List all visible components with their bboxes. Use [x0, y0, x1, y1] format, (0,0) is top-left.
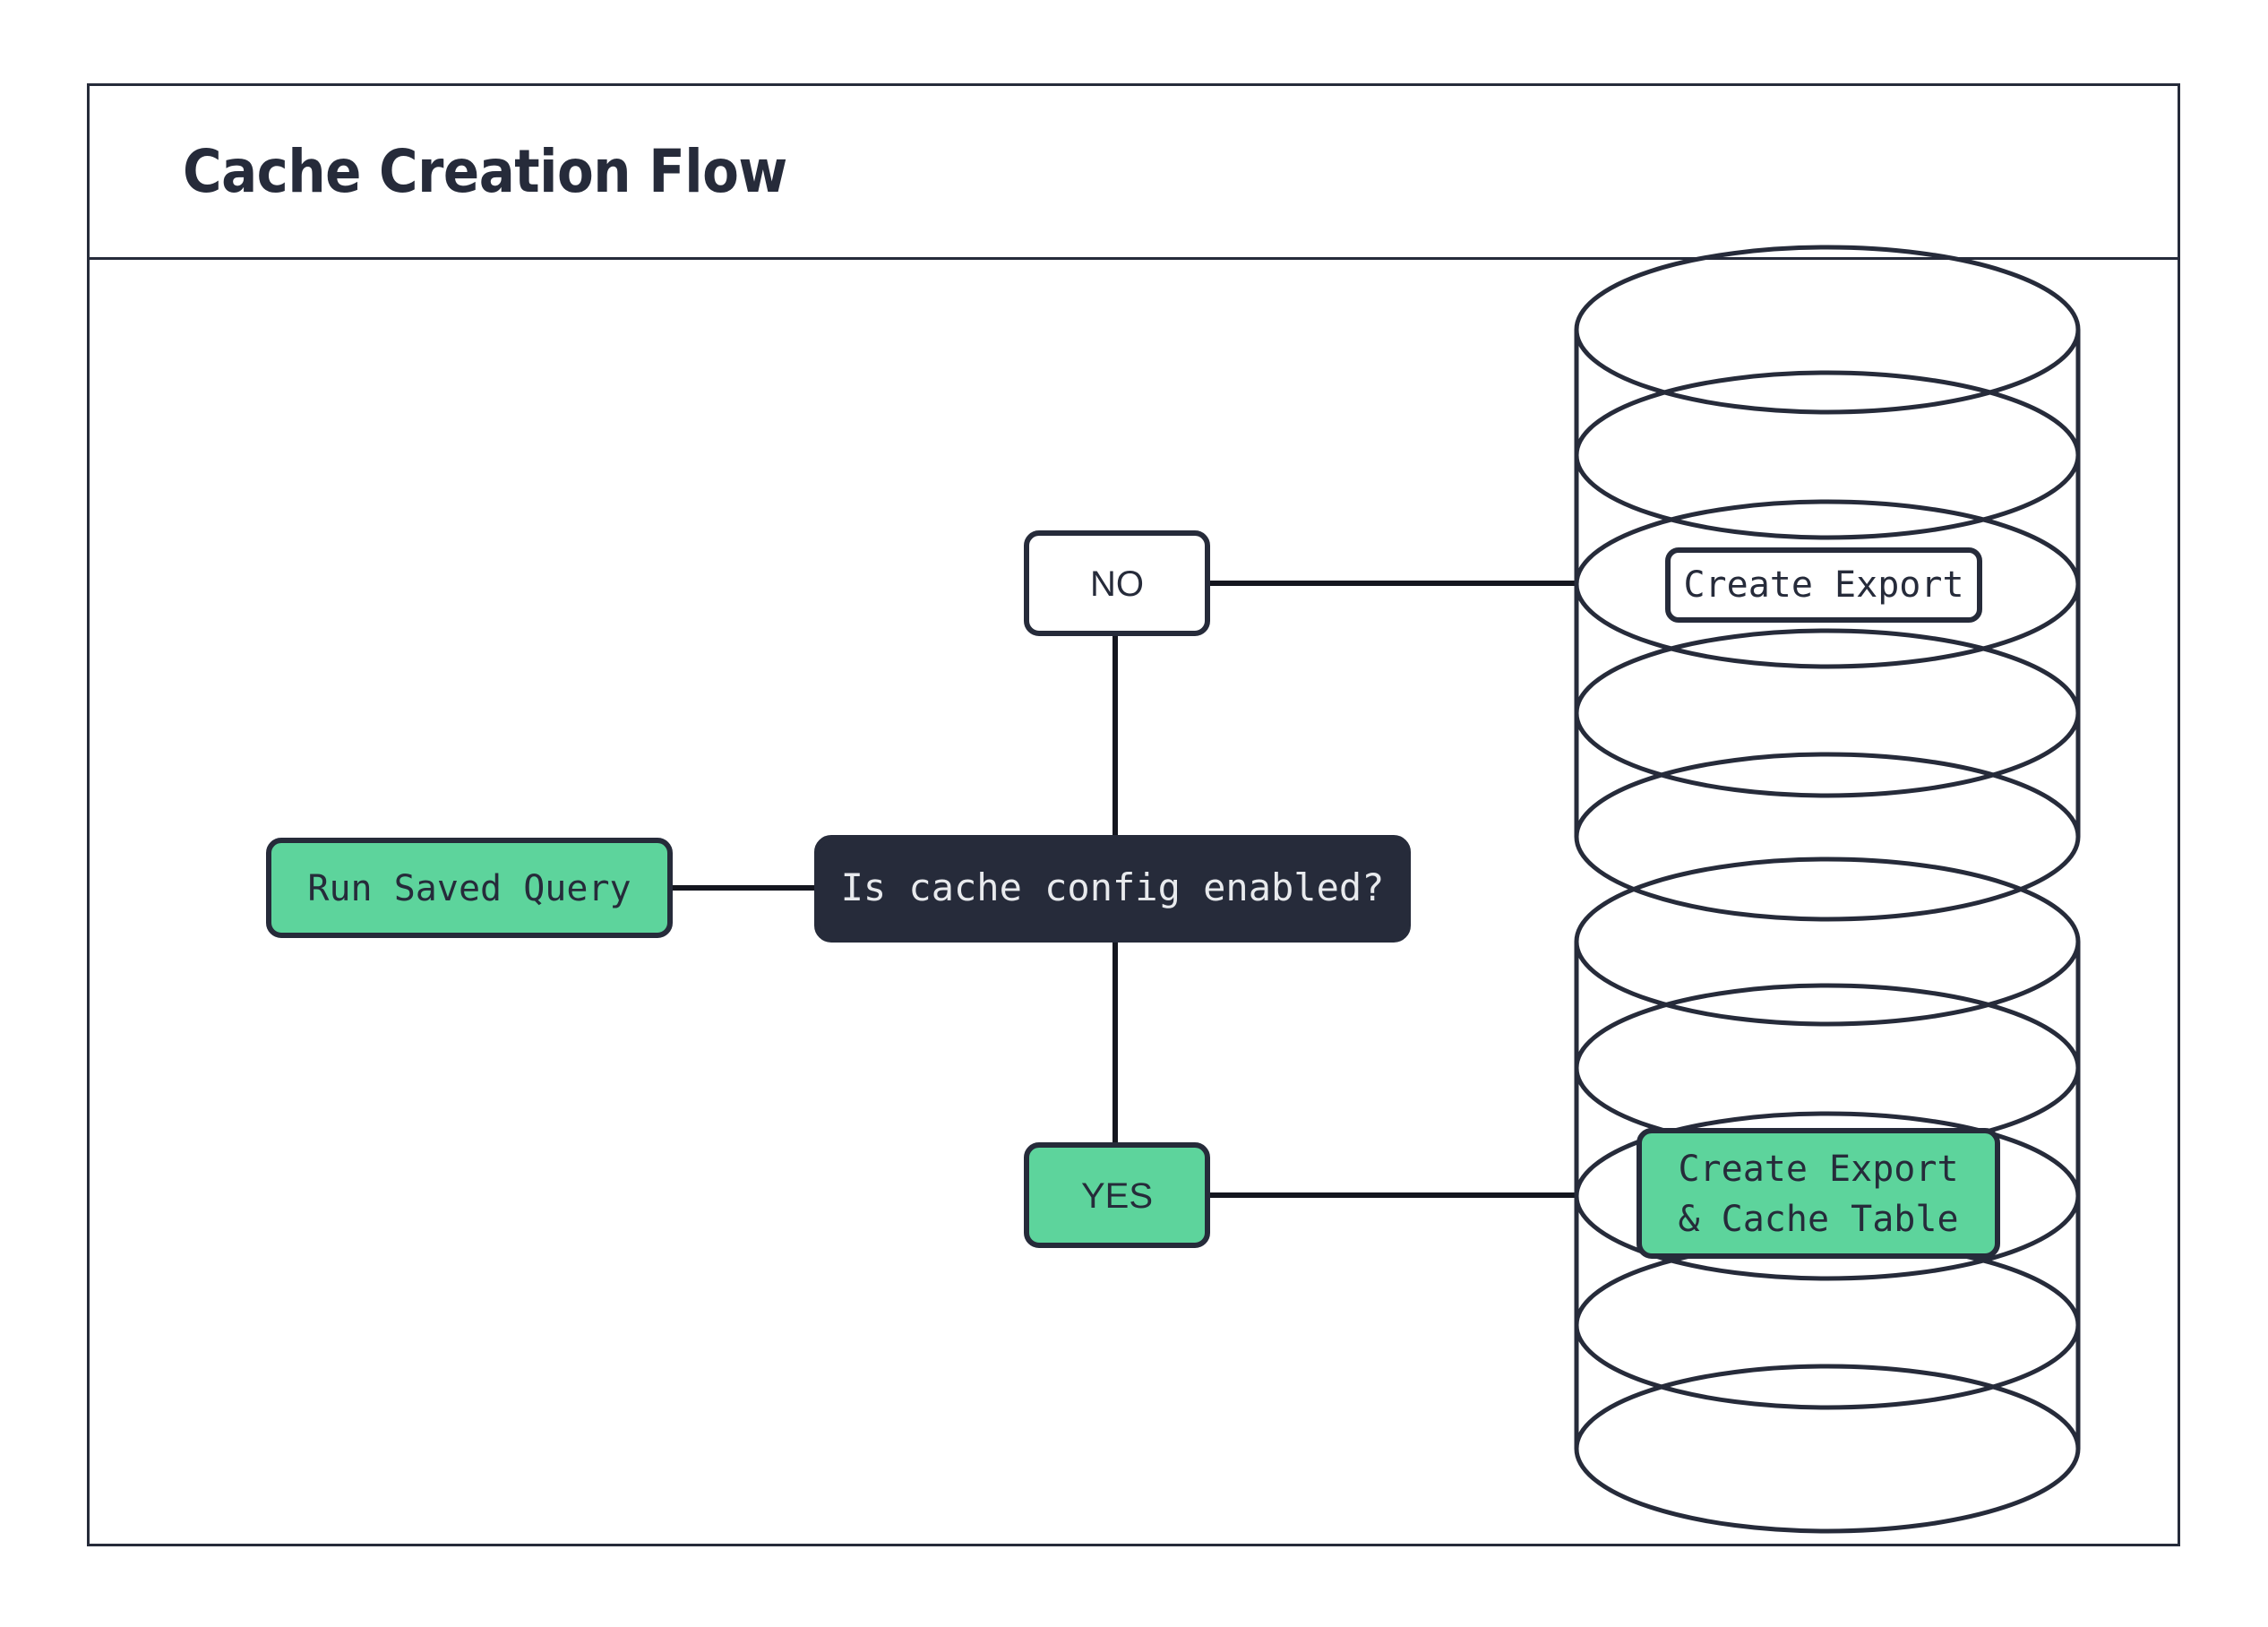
database-export-cache-label-line1: Create Export — [1678, 1149, 1958, 1190]
flowchart-area: Create Export Create Export & Cache Tabl… — [90, 86, 2183, 1549]
node-run-saved-query[interactable]: Run Saved Query — [266, 838, 673, 938]
decision-label: Is cache config enabled? — [841, 865, 1385, 909]
database-cylinder-create-export[interactable]: Create Export — [1574, 245, 2081, 922]
page-title: Cache Creation Flow — [183, 137, 787, 206]
run-saved-query-label: Run Saved Query — [307, 868, 631, 909]
database-export-label: Create Export — [1683, 564, 1963, 606]
node-decision-is-cache-config-enabled[interactable]: Is cache config enabled? — [814, 835, 1411, 943]
database-cylinder-create-export-cache-table[interactable]: Create Export & Cache Table — [1574, 857, 2081, 1534]
diagram-title-bar: Cache Creation Flow — [90, 86, 2178, 260]
database-export-cache-label-line2: & Cache Table — [1678, 1199, 1958, 1240]
node-branch-no[interactable]: NO — [1024, 530, 1210, 636]
branch-no-label: NO — [1090, 564, 1144, 604]
node-branch-yes[interactable]: YES — [1024, 1142, 1210, 1248]
diagram-frame: Cache Creation Flow — [87, 83, 2180, 1546]
database-export-label-box — [1665, 547, 1982, 623]
database-export-cache-label-box — [1637, 1128, 2000, 1259]
branch-yes-label: YES — [1081, 1176, 1153, 1216]
